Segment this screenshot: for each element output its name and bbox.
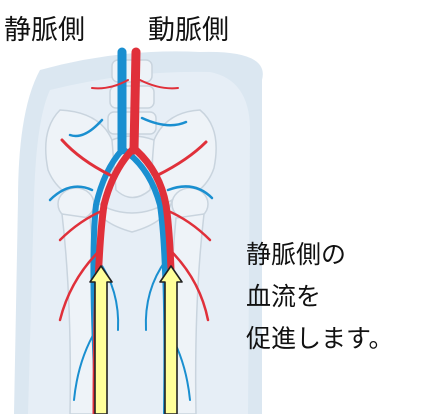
artery-side-label: 動脈側: [148, 8, 229, 47]
caption-line-1: 静脈側の: [246, 234, 394, 276]
vein-side-label: 静脈側: [4, 8, 85, 47]
caption: 静脈側の 血流を 促進します。: [246, 234, 394, 360]
caption-line-3: 促進します。: [246, 318, 394, 360]
caption-line-2: 血流を: [246, 276, 394, 318]
